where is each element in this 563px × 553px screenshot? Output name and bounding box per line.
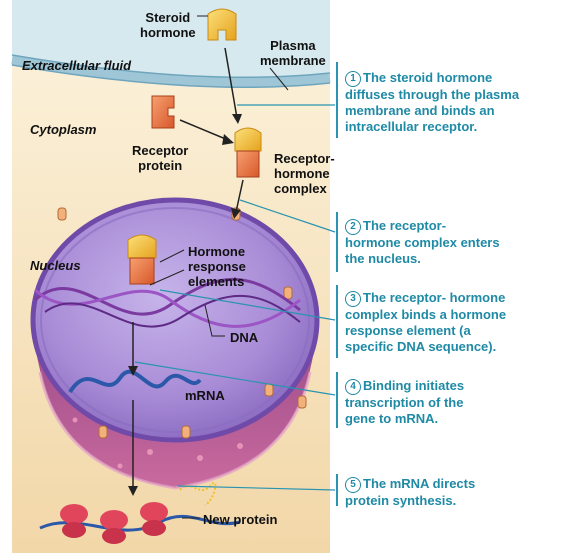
plasma-membrane-label: Plasma membrane	[260, 38, 326, 68]
steroid-hormone-label: Steroid hormone	[140, 10, 196, 40]
receptor-protein-label: Receptor protein	[132, 143, 189, 173]
ribosome	[140, 502, 168, 536]
step-number-1: 1	[345, 71, 361, 87]
new-protein-label: New protein	[203, 512, 278, 527]
dna-helix	[34, 277, 301, 328]
receptor-hormone-complex-shape	[234, 127, 262, 178]
mrna-label: mRNA	[185, 388, 225, 403]
steroid-hormone-shape	[207, 8, 237, 41]
step-number-4: 4	[345, 379, 361, 395]
ribosome	[100, 510, 128, 544]
plasma-membrane	[11, 55, 331, 87]
extracellular-fluid-label: Extracellular fluid	[22, 58, 132, 73]
step-number-2: 2	[345, 219, 361, 235]
ribosomes	[60, 502, 168, 544]
hormone-response-elements-label: Hormone response elements	[188, 244, 246, 289]
mrna-strand	[68, 369, 202, 394]
extracellular-fluid-region	[12, 0, 330, 83]
step-number-3: 3	[345, 291, 361, 307]
receptor-hormone-complex-label: Receptor- hormone complex	[274, 151, 335, 196]
cytoplasm-label: Cytoplasm	[30, 122, 97, 137]
receptor-protein-shape	[151, 95, 175, 129]
bound-complex-shape	[127, 234, 157, 285]
dna-label: DNA	[230, 330, 259, 345]
step-number-5: 5	[345, 477, 361, 493]
nucleus-label: Nucleus	[30, 258, 81, 273]
ribosome	[60, 504, 88, 538]
